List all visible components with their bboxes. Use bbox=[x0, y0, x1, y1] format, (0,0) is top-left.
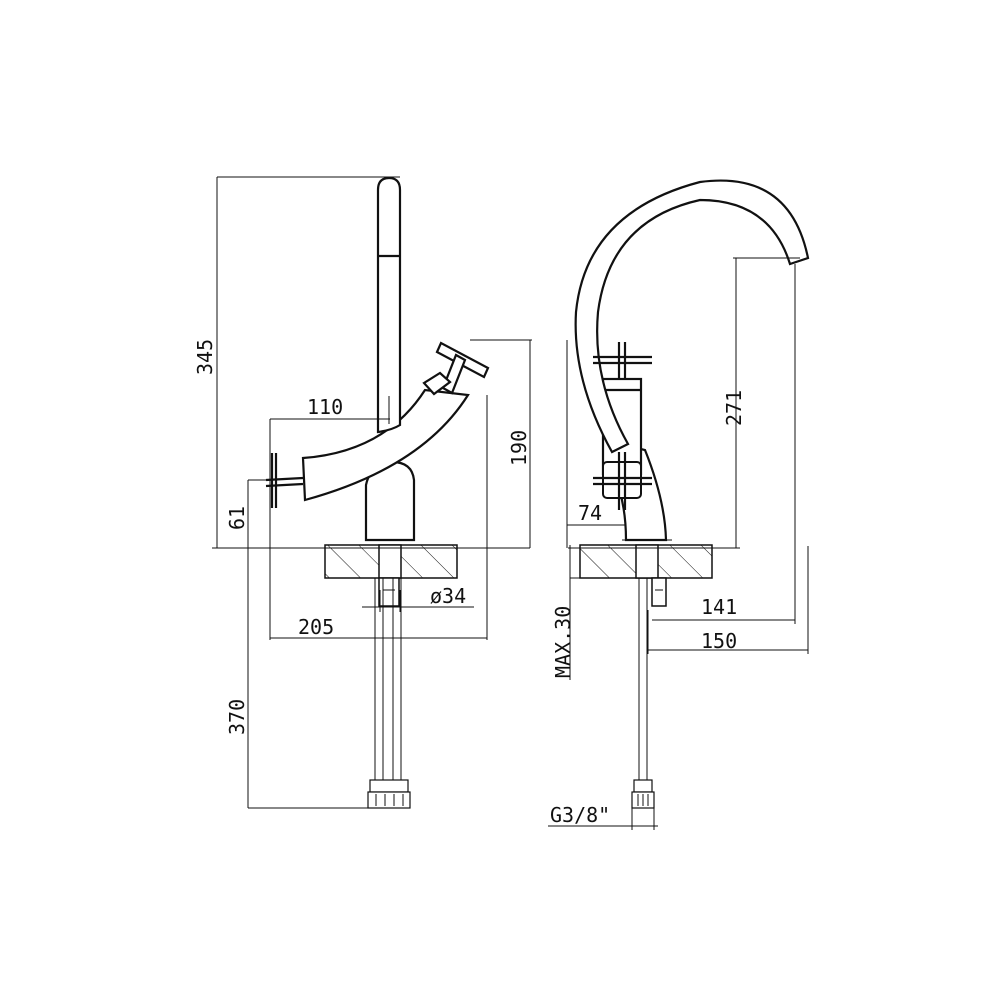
right-view: 271 74 141 150 MAX.30 G3/8" bbox=[548, 179, 810, 830]
left-view: 345 110 190 61 205 ø34 370 bbox=[193, 176, 532, 809]
dim-190: 190 bbox=[507, 430, 531, 466]
dim-345: 345 bbox=[193, 339, 217, 375]
dim-max-30: MAX.30 bbox=[551, 606, 575, 678]
dim-g3-8: G3/8" bbox=[550, 803, 610, 827]
spout-left bbox=[376, 176, 402, 434]
dimension-lines-right bbox=[548, 257, 809, 830]
dim-61: 61 bbox=[225, 506, 249, 530]
cross-handle-bottom-right bbox=[593, 452, 652, 510]
dim-110: 110 bbox=[307, 395, 343, 419]
spout-right bbox=[574, 179, 810, 454]
dim-ø34: ø34 bbox=[430, 584, 466, 608]
cross-handle-top-right bbox=[593, 342, 652, 378]
dimension-lines-left bbox=[212, 176, 532, 809]
lever-handle-left bbox=[422, 341, 490, 396]
dim-205: 205 bbox=[298, 615, 334, 639]
dim-370: 370 bbox=[225, 699, 249, 735]
dim-150: 150 bbox=[701, 629, 737, 653]
supply-hose-right bbox=[631, 578, 655, 809]
cross-handle-left bbox=[265, 453, 304, 508]
dim-141: 141 bbox=[701, 595, 737, 619]
dim-271: 271 bbox=[722, 390, 746, 426]
dim-74: 74 bbox=[578, 501, 602, 525]
supply-hoses-left bbox=[367, 578, 411, 809]
handle-arm-left bbox=[301, 388, 470, 502]
